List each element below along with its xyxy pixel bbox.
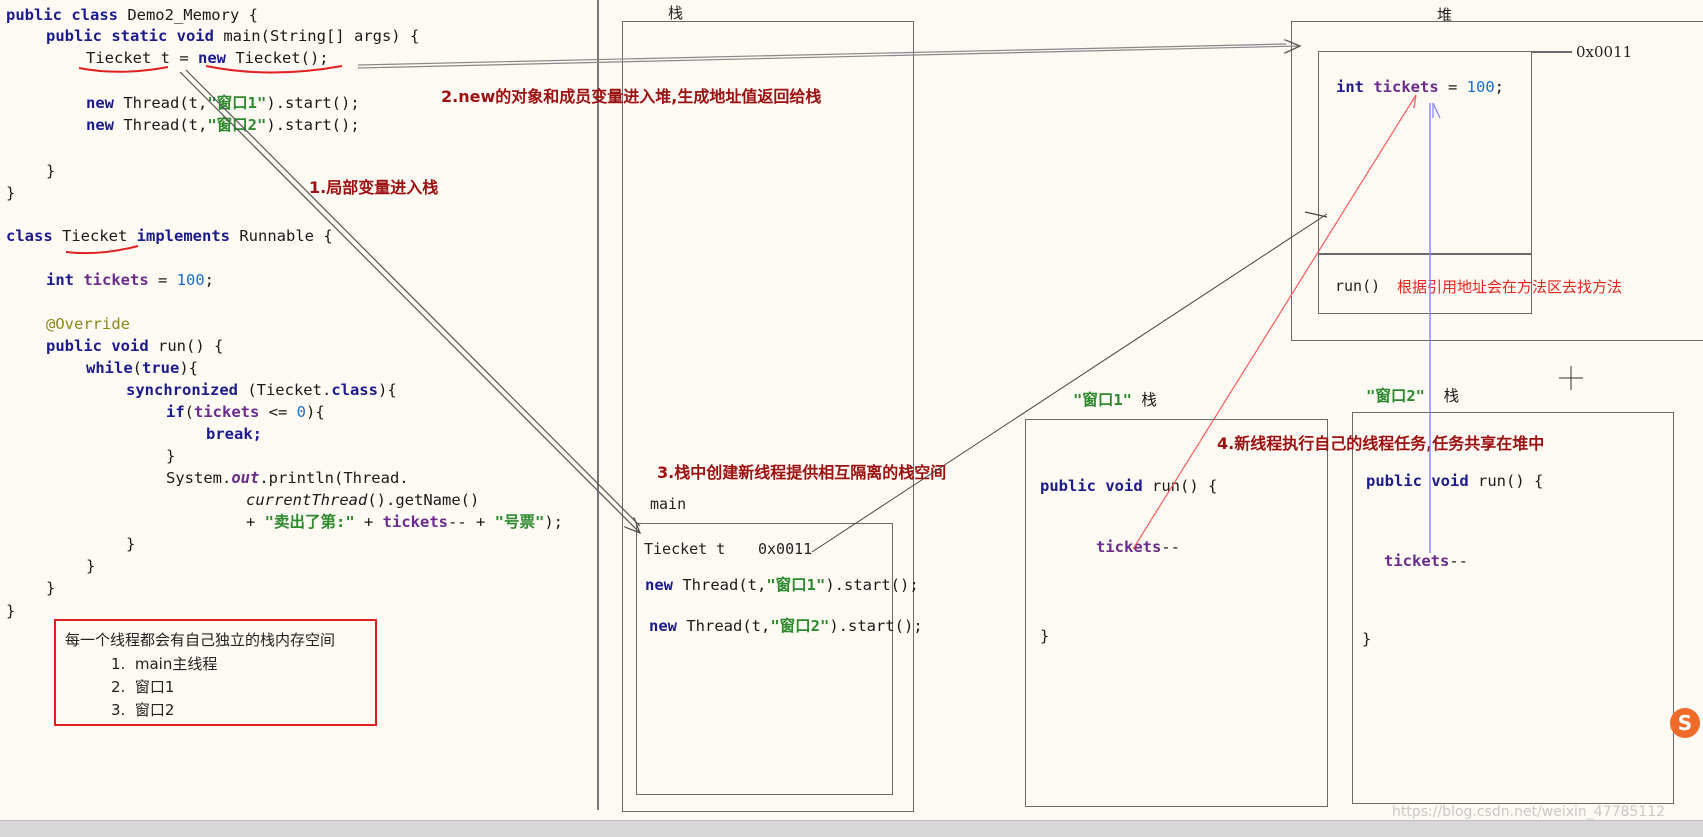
sogou-logo-icon: S (1670, 708, 1700, 738)
heap-field: int tickets = 100; (1336, 78, 1504, 96)
shared-line-window1 (1132, 94, 1417, 550)
code-line-while: while(true){ (86, 359, 199, 377)
underline-tiecket-var (78, 66, 169, 73)
heap-object-box: int tickets = 100; run() (1318, 51, 1532, 314)
note-title: 每一个线程都会有自己独立的栈内存空间 (65, 631, 336, 649)
note-item: 3. 窗口2 (111, 701, 175, 719)
note-item: 2. 窗口1 (111, 678, 175, 696)
code-line-thread2: new Thread(t,"窗口2").start(); (86, 116, 360, 134)
main-frame-box: Tiecket t 0x0011 new Thread(t,"窗口1").sta… (636, 523, 923, 795)
code-line-thread1: new Thread(t,"窗口1").start(); (86, 94, 360, 112)
code-line-override: @Override (46, 315, 130, 333)
code-brace: } (166, 447, 176, 465)
code-line-main: public static void main(String[] args) { (46, 27, 420, 45)
note-item: 1. main主线程 (111, 655, 218, 673)
thread-stack2-close: } (1362, 630, 1372, 648)
code-brace: } (6, 184, 16, 202)
heap-run-note: 根据引用地址会在方法区去找方法 (1397, 278, 1623, 296)
code-brace: } (46, 162, 56, 180)
code-line-synchronized: synchronized (Tiecket.class){ (126, 381, 397, 399)
code-brace: } (46, 579, 56, 597)
code-line-field: int tickets = 100; (46, 271, 214, 289)
code-line-class-tiecket: class Tiecket implements Runnable { (6, 227, 333, 245)
thread-stack1-box: public void run() { tickets-- } (1025, 419, 1328, 807)
divider (597, 0, 599, 810)
thread-stack1-tickets: tickets-- (1096, 538, 1180, 556)
thread-stack2-run: public void run() { (1366, 472, 1544, 490)
annotation-step4: 4.新线程执行自己的线程任务,任务共享在堆中 (1217, 434, 1545, 453)
thread-stack1-label: "窗口1" 栈 (1073, 391, 1157, 409)
stack-var-address: 0x0011 (758, 540, 813, 558)
thread-stack1-close: } (1040, 627, 1050, 645)
annotation-step1: 1.局部变量进入栈 (309, 178, 439, 197)
code-line-class-demo: public class Demo2_Memory { (6, 6, 258, 24)
heap-run: run() (1335, 277, 1381, 295)
code-line-concat: + "卖出了第:" + tickets-- + "号票"); (246, 513, 564, 531)
stack-var: Tiecket t (644, 540, 726, 558)
code-line-break: break; (206, 425, 262, 443)
note-box: 每一个线程都会有自己独立的栈内存空间 1. main主线程 2. 窗口1 3. … (54, 619, 377, 726)
code-line-run: public void run() { (46, 337, 224, 355)
arrow-to-stack (179, 71, 640, 533)
address-tick (1532, 51, 1572, 53)
heap-label: 堆 (1437, 6, 1453, 24)
code-brace: } (6, 602, 16, 620)
stack-box (622, 21, 914, 812)
code-line-current-thread: currentThread().getName() (246, 491, 480, 509)
code-line-println: System.out.println(Thread. (166, 469, 409, 487)
main-frame-label: main (650, 495, 687, 513)
underline-class-tiecket (65, 245, 139, 255)
stack-label: 栈 (668, 4, 684, 22)
thread-stack1-run: public void run() { (1040, 477, 1218, 495)
crosshair-cursor-icon (1559, 366, 1583, 390)
stack-thread1: new Thread(t,"窗口1").start(); (645, 576, 919, 594)
stack-thread2: new Thread(t,"窗口2").start(); (649, 617, 923, 635)
thread-stack2-box: public void run() { tickets-- } (1352, 412, 1674, 804)
heap-divider (1319, 253, 1531, 255)
underline-new-tiecket (205, 65, 343, 74)
annotation-step2: 2.new的对象和成员变量进入堆,生成地址值返回给栈 (441, 87, 822, 106)
reference-line (811, 213, 1328, 553)
code-brace: } (86, 557, 96, 575)
heap-address: 0x0011 (1576, 43, 1633, 61)
horizontal-scrollbar[interactable] (0, 820, 1703, 837)
heap-box (1291, 21, 1703, 341)
thread-stack2-label: "窗口2" 栈 (1366, 387, 1460, 405)
watermark: https://blog.csdn.net/weixin_47785112 (1392, 804, 1666, 820)
code-line-new-tiecket: Tiecket t = new Tiecket(); (86, 49, 329, 67)
thread-stack2-tickets: tickets-- (1384, 552, 1468, 570)
arrow-to-heap (357, 46, 1300, 69)
code-brace: } (126, 535, 136, 553)
annotation-step3: 3.栈中创建新线程提供相互隔离的栈空间 (657, 463, 947, 482)
code-line-if: if(tickets <= 0){ (166, 403, 325, 421)
